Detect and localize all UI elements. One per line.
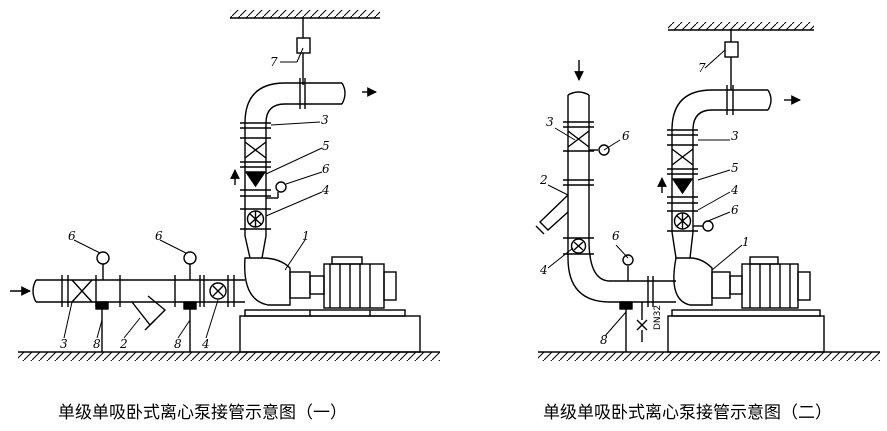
leaders-2 <box>547 49 743 337</box>
label-check-valve-2: 5 <box>731 161 739 175</box>
label-gauge-left-top: 6 <box>622 129 630 143</box>
label-gauge-vertical: 6 <box>322 162 330 176</box>
pump-motor-unit-1[interactable] <box>239 256 421 353</box>
pump-motor-unit-2[interactable] <box>667 256 825 353</box>
ceiling-2 <box>668 22 814 31</box>
label-gauge-mid: 6 <box>155 229 163 243</box>
pipe-supports-1 <box>95 301 197 352</box>
label-flex-joint-vertical: 4 <box>321 183 330 197</box>
label-flex-joint-horizontal: 4 <box>201 337 210 351</box>
label-gauge-left: 6 <box>68 229 76 243</box>
discharge-pipe-2 <box>657 85 801 259</box>
diagram-1 <box>10 10 440 361</box>
pipe-supports-2 <box>619 301 633 352</box>
ceiling-1 <box>230 10 380 19</box>
label-gauge-right: 6 <box>731 203 739 217</box>
discharge-pipe <box>230 78 377 259</box>
leaders-1 <box>63 47 323 339</box>
label-valve-right: 3 <box>731 129 739 143</box>
label-support-2: 8 <box>600 333 608 347</box>
label-valve-bottom: 3 <box>60 337 68 351</box>
floor-2 <box>538 351 880 361</box>
label-check-valve: 5 <box>322 139 330 153</box>
label-y-strainer-2: 2 <box>539 173 548 187</box>
callout-labels-2: 7 3 6 2 4 6 8 3 5 4 6 1 DN32 <box>539 61 750 347</box>
pipe-hanger <box>296 18 311 85</box>
caption-diagram-1: 单级单吸卧式离心泵接管示意图（一） <box>58 403 347 423</box>
label-support-left: 8 <box>93 337 101 351</box>
label-y-strainer: 2 <box>119 337 128 351</box>
caption-diagram-2: 单级单吸卧式离心泵接管示意图（二） <box>543 403 832 423</box>
label-support-right: 8 <box>174 337 182 351</box>
label-drain-size: DN32 <box>653 305 663 330</box>
suction-pipe-2 <box>535 60 676 342</box>
label-valve-top: 3 <box>321 113 329 127</box>
label-gauge-elbow: 6 <box>612 229 620 243</box>
diagram-2 <box>535 22 880 361</box>
callout-labels-1: 7 3 5 6 4 1 6 6 3 8 2 8 4 <box>60 55 330 351</box>
label-valve-left: 3 <box>546 115 554 129</box>
floor-1 <box>18 351 440 361</box>
label-motor-pump-2: 1 <box>742 235 750 249</box>
label-hanger: 7 <box>270 55 278 69</box>
label-hanger-2: 7 <box>698 61 706 75</box>
label-motor-pump: 1 <box>302 229 310 243</box>
label-flex-joint-right: 4 <box>730 183 739 197</box>
suction-pipe <box>10 251 245 331</box>
pipe-hanger-2 <box>724 30 739 90</box>
label-flex-joint-left: 4 <box>539 263 548 277</box>
